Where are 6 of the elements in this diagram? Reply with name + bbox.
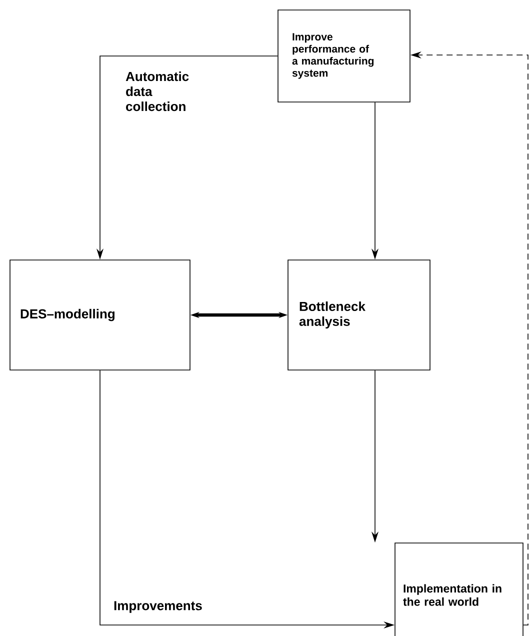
process-box: Bottleneck analysis	[288, 260, 430, 370]
process-box: Implementation in the real world	[394, 542, 524, 636]
process-box: DES–modelling	[10, 260, 190, 370]
process-box: Improve performance of a manufacturing system	[278, 10, 410, 102]
edge-label: Improvements	[114, 601, 202, 613]
edge-label: Automatic data collection	[126, 72, 189, 112]
